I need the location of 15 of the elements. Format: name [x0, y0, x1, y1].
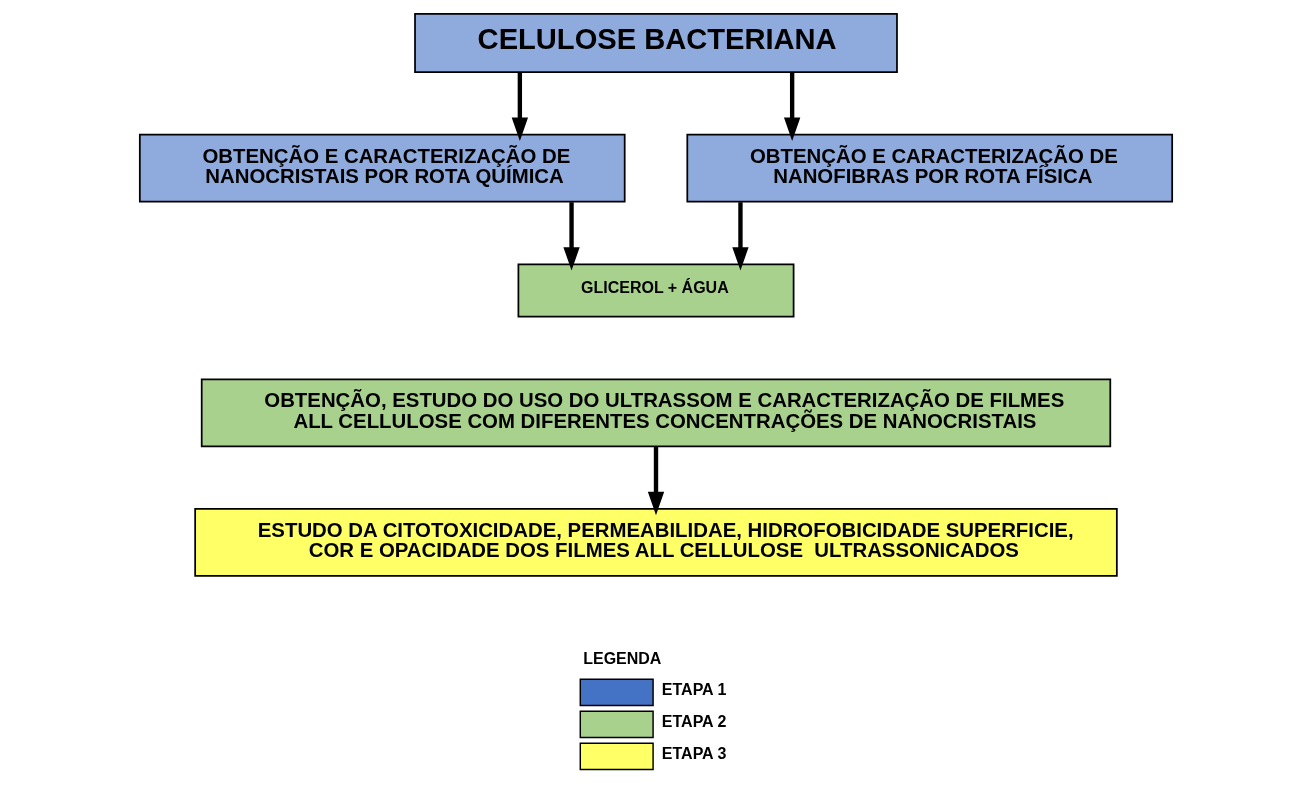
arrow — [647, 446, 664, 516]
node-box: ESTUDO DA CITOTOXICIDADE, PERMEABILIDAE, HIDROFOBICIDADE SUPERFICIE, COR E OPACIDADE DOS FILMES ALL CELLULOSE ULTRASSONICADOS — [193, 508, 1118, 577]
label: LEGENDA — [582, 650, 661, 668]
node-box: OBTENÇÃO, ESTUDO DO USO DO ULTRASSOM E CARACTERIZAÇÃO DE FILMES ALL CELLULOSE COM DIFERENTES CONCENTRAÇÕES DE NANOCRISTAIS — [200, 378, 1111, 448]
arrow — [511, 72, 528, 141]
arrow — [731, 202, 749, 271]
node-box: GLICEROL + ÁGUA — [517, 263, 794, 318]
node-box: OBTENÇÃO E CARACTERIZAÇÃO DE NANOFIBRAS POR ROTA FÍSICA — [685, 133, 1173, 203]
node-box: CELULOSE BACTERIANA — [413, 12, 898, 73]
legend-label: ETAPA 3 — [661, 745, 726, 763]
arrow — [562, 202, 580, 271]
arrow — [783, 72, 800, 141]
legend-label: ETAPA 1 — [661, 680, 726, 698]
legend-label: ETAPA 2 — [661, 713, 726, 731]
node-box: OBTENÇÃO E CARACTERIZAÇÃO DE NANOCRISTAIS POR ROTA QUÍMICA — [138, 133, 626, 203]
